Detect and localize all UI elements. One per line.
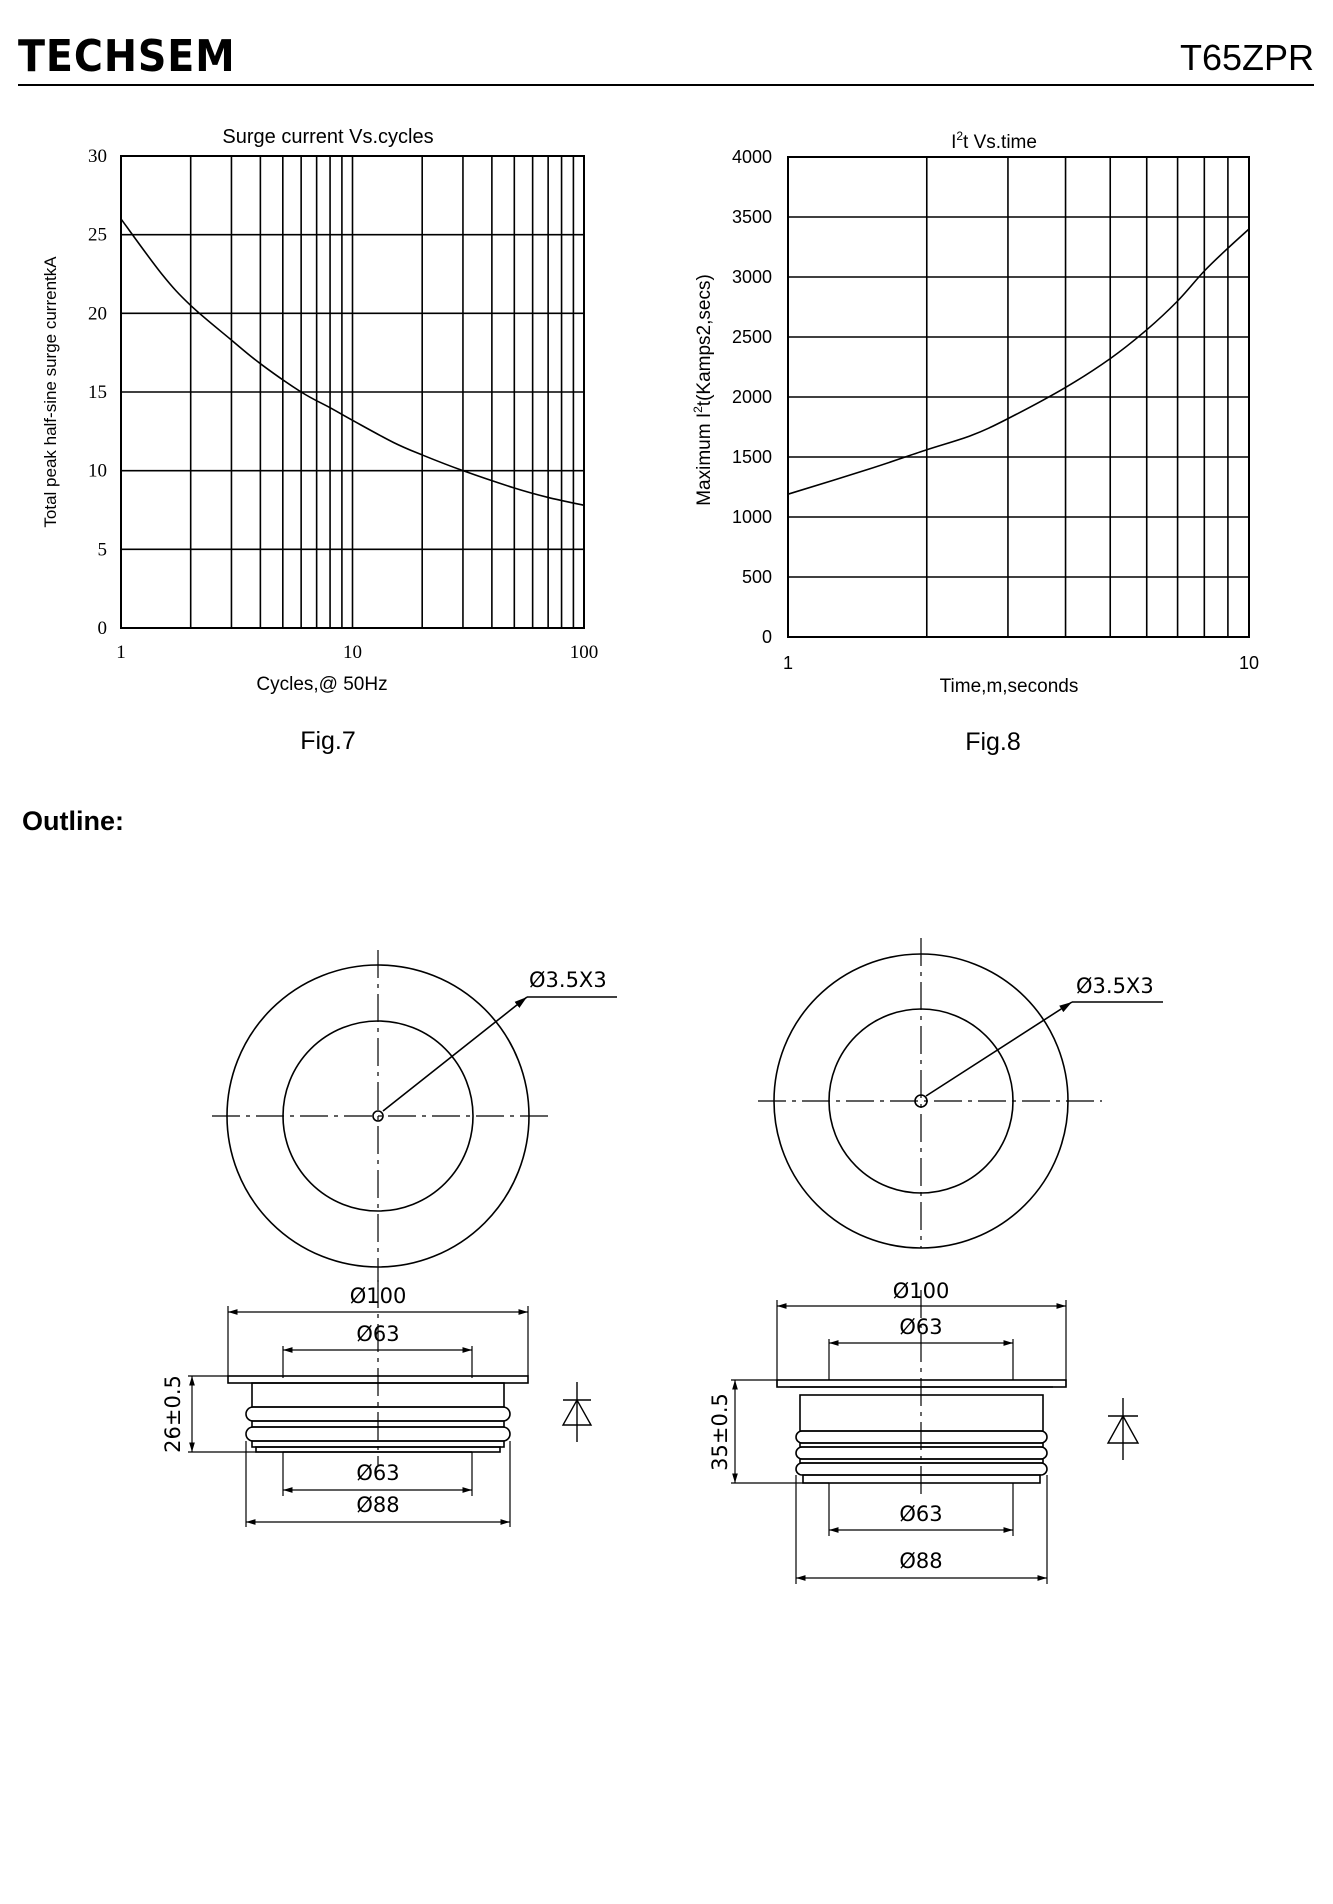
x-tick-label: 100 (570, 642, 599, 663)
part-number: T65ZPR (1179, 37, 1314, 78)
y-tick-label: 1000 (732, 507, 772, 527)
left-bottom-inner-label: Ø63 (356, 1461, 399, 1485)
outline-right-drawing (731, 938, 1163, 1584)
x-tick-label: 10 (343, 642, 362, 663)
x-tick-label: 10 (1239, 653, 1259, 673)
y-tick-label: 2500 (732, 327, 772, 347)
y-tick-label: 20 (88, 303, 107, 324)
y-tick-label: 1500 (732, 447, 772, 467)
y-tick-label: 0 (98, 618, 108, 639)
outline-left-drawing (188, 950, 617, 1527)
x-tick-label: 1 (783, 653, 793, 673)
fig7-caption: Fig.7 (300, 727, 356, 755)
y-tick-label: 3500 (732, 207, 772, 227)
left-center-hole (372, 1110, 384, 1122)
fig7-tick-labels: 0 5 10 15 20 25 30 1 10 100 (88, 146, 598, 663)
fig8-grid (788, 157, 1249, 637)
fig8-title: I2t Vs.time (951, 129, 1037, 153)
fig7-chart: Surge current Vs.cycles 0 5 10 15 20 25 30 1 10 1… (41, 126, 598, 755)
fig8-xlabel: Time,m,seconds (940, 676, 1079, 697)
right-height-label: 35±0.5 (708, 1393, 732, 1471)
y-tick-label: 15 (88, 382, 107, 403)
fig8-plot-frame (787, 156, 1250, 638)
left-top-outer-label: Ø100 (350, 1284, 407, 1308)
fig7-series-line (120, 218, 585, 507)
left-hole-label: Ø3.5X3 (529, 968, 607, 992)
outline-left-labels: Ø3.5X3 Ø100 Ø63 26±0.5 Ø63 Ø88 (161, 968, 607, 1517)
right-leader (925, 1001, 1073, 1097)
right-top-outer-label: Ø100 (893, 1279, 950, 1303)
y-tick-label: 5 (98, 539, 108, 560)
y-tick-label: 30 (88, 146, 107, 167)
fig7-plot-frame (120, 155, 585, 629)
right-bottom-inner-label: Ø63 (899, 1502, 942, 1526)
left-diode-symbol (561, 1382, 593, 1442)
y-tick-label: 500 (742, 567, 772, 587)
y-tick-label: 4000 (732, 147, 772, 167)
left-bottom-outer-label: Ø88 (356, 1493, 399, 1517)
fig8-chart: I2t Vs.time 0 500 1000 1500 2000 2500 3000 3500… (691, 129, 1259, 756)
left-leader (382, 996, 528, 1112)
fig7-title: Surge current Vs.cycles (222, 126, 433, 148)
y-tick-label: 25 (88, 225, 107, 246)
right-hole-label: Ø3.5X3 (1076, 974, 1154, 998)
left-height-label: 26±0.5 (161, 1375, 185, 1453)
right-top-inner-label: Ø63 (899, 1315, 942, 1339)
y-tick-label: 10 (88, 461, 107, 482)
fig7-grid (121, 156, 584, 628)
outline-section-title: Outline: (22, 806, 124, 836)
fig7-ylabel: Total peak half-sine surge currentkA (41, 256, 60, 528)
page-header: TECHSEM T65ZPR (18, 30, 1314, 86)
fig8-series-line (787, 228, 1250, 495)
fig7-xlabel: Cycles,@ 50Hz (256, 674, 387, 695)
y-tick-label: 3000 (732, 267, 772, 287)
y-tick-label: 0 (762, 627, 772, 647)
brand-logo: TECHSEM (18, 31, 236, 82)
right-bottom-outer-label: Ø88 (899, 1549, 942, 1573)
y-tick-label: 2000 (732, 387, 772, 407)
fig8-ylabel: Maximum I2t(Kamps2,secs) (691, 274, 715, 506)
outline-right-labels: Ø3.5X3 Ø100 Ø63 35±0.5 Ø63 Ø88 (708, 974, 1154, 1573)
fig8-tick-labels: 0 500 1000 1500 2000 2500 3000 3500 4000 1 10 (732, 147, 1259, 673)
left-top-inner-label: Ø63 (356, 1322, 399, 1346)
fig8-caption: Fig.8 (965, 728, 1021, 756)
x-tick-label: 1 (116, 642, 126, 663)
right-diode-symbol (1106, 1398, 1140, 1460)
